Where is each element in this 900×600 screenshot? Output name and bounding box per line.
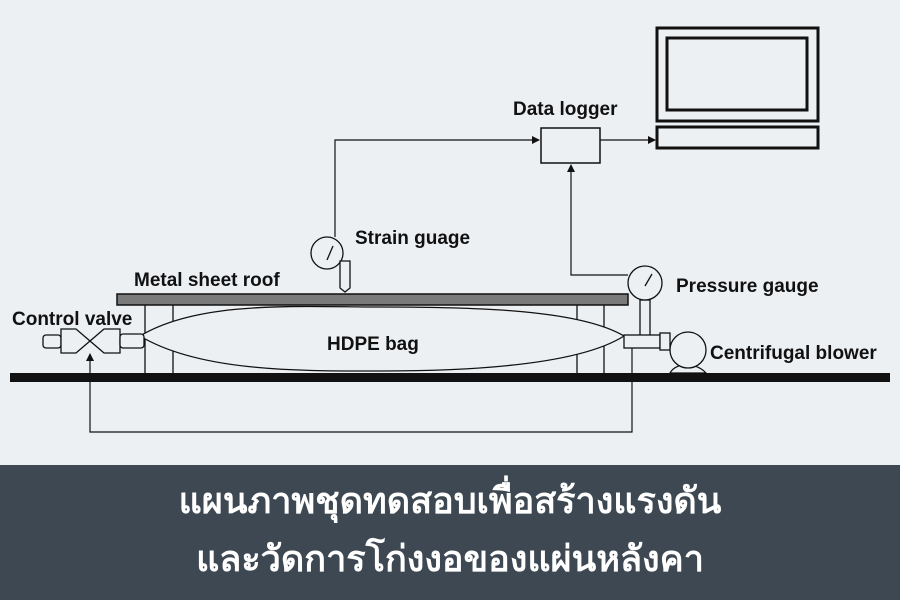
centrifugal-blower-label: Centrifugal blower — [710, 343, 877, 364]
strain-gauge-wire — [334, 136, 540, 237]
hdpe-bag-label: HDPE bag — [327, 334, 419, 355]
centrifugal-blower-icon — [668, 331, 708, 374]
control-valve-icon — [42, 328, 145, 354]
test-setup-diagram: Data logger Strain guage Metal sheet roo… — [10, 26, 890, 433]
metal-sheet-roof — [116, 293, 629, 306]
caption-line-1: แผนภาพชุดทดสอบเพื่อสร้างแรงดัน — [178, 481, 722, 522]
control-feedback-line — [86, 340, 633, 433]
strain-gauge-label: Strain guage — [355, 228, 470, 249]
data-logger-label: Data logger — [513, 99, 618, 120]
caption-banner: แผนภาพชุดทดสอบเพื่อสร้างแรงดัน และวัดการ… — [0, 465, 900, 600]
ground-base — [10, 373, 890, 382]
strain-gauge-icon — [310, 236, 351, 293]
data-logger-box — [540, 127, 601, 164]
caption-line-2: และวัดการโก่งงอของแผ่นหลังคา — [196, 539, 704, 580]
control-valve-label: Control valve — [12, 309, 132, 330]
computer-icon — [655, 26, 820, 150]
pressure-gauge-label: Pressure gauge — [676, 276, 819, 297]
metal-sheet-roof-label: Metal sheet roof — [134, 270, 280, 291]
pressure-gauge-wire — [567, 164, 628, 276]
pressure-gauge-icon — [623, 265, 671, 351]
